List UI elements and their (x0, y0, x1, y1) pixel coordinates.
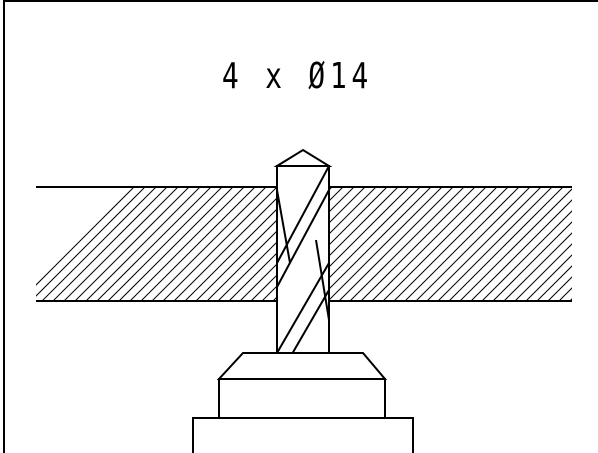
hatch-line (338, 187, 454, 301)
hatch-line (96, 187, 212, 301)
hatch-line (492, 221, 572, 301)
hatch-line (581, 187, 598, 301)
hatch-line (327, 187, 443, 301)
hatch-line (140, 187, 256, 301)
hatch-line (129, 187, 245, 301)
hatch-line (74, 187, 190, 301)
hatch-line (36, 187, 135, 286)
hatch-line (426, 187, 542, 301)
hatch-line (316, 187, 432, 301)
drill-chuck (192, 352, 414, 453)
hatch-line (547, 276, 572, 301)
drill-bit-body (276, 165, 330, 354)
hatch-line (393, 187, 509, 301)
hatch-line (41, 187, 157, 301)
chuck-collar (216, 352, 388, 380)
hatch-line (52, 187, 168, 301)
hatch-line (85, 187, 201, 301)
hatch-line (536, 265, 572, 301)
drill-bit-tip (273, 148, 333, 167)
hatch-line (382, 187, 498, 301)
hatch-line (63, 187, 179, 301)
hatch-line (173, 187, 289, 301)
hatch-line (107, 187, 223, 301)
hatch-line (371, 187, 487, 301)
hatch-line (36, 187, 146, 297)
drawing-border (3, 0, 598, 453)
chuck-base (192, 417, 414, 453)
hatch-line (360, 187, 476, 301)
drill-bit-flutes (277, 166, 329, 353)
hatch-line (151, 187, 267, 301)
hatch-line (525, 254, 572, 301)
hatch-line (118, 187, 234, 301)
hatch-line (404, 187, 520, 301)
hole-annotation: 4 x Ø14 (221, 56, 374, 97)
hatch-line (470, 199, 572, 301)
hatch-line (448, 187, 564, 301)
drill-bit (273, 148, 333, 354)
hatch-line (459, 188, 572, 301)
hatch-line (592, 187, 598, 301)
hatch-line (349, 187, 465, 301)
hatch-line (415, 187, 531, 301)
hatch-line (437, 187, 553, 301)
hatch-line (162, 187, 278, 301)
hatch-line (569, 298, 572, 301)
chuck-body (218, 378, 386, 419)
hatch-line (503, 232, 572, 301)
hatch-line (481, 210, 572, 301)
hatch-line (514, 243, 572, 301)
